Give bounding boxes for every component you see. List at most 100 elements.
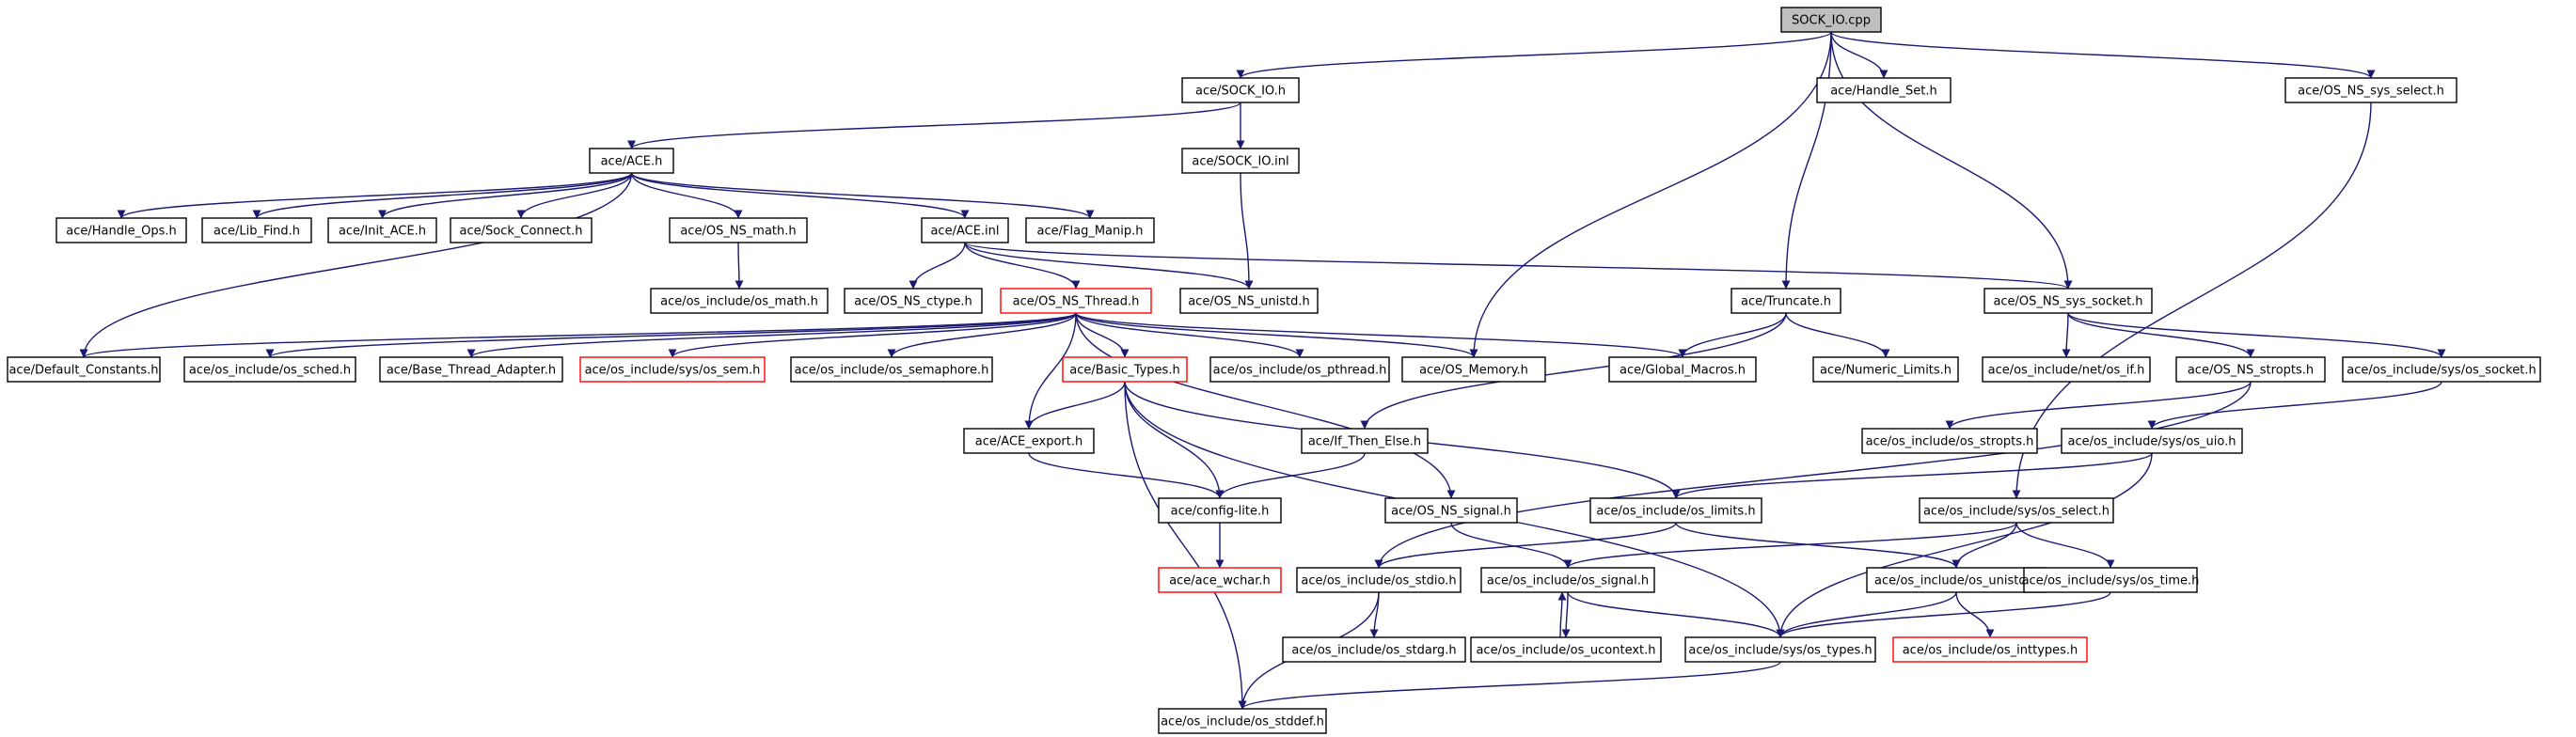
node-os_ns_ctype_h[interactable]: ace/OS_NS_ctype.h	[844, 288, 983, 314]
node-os_ns_unistd_h[interactable]: ace/OS_NS_unistd.h	[1179, 288, 1319, 314]
node-label: ace/SOCK_IO.inl	[1192, 155, 1288, 169]
node-truncate_h[interactable]: ace/Truncate.h	[1731, 288, 1841, 314]
node-global_macros_h[interactable]: ace/Global_Macros.h	[1608, 356, 1757, 383]
edge-os_unistd_h-to-os_inttypes_h	[1955, 591, 1995, 638]
node-os_inttypes_h[interactable]: ace/os_include/os_inttypes.h	[1892, 636, 2088, 663]
node-os_semaphore_h[interactable]: ace/os_include/os_semaphore.h	[790, 356, 993, 383]
node-os_ns_thread_h[interactable]: ace/OS_NS_Thread.h	[1000, 288, 1152, 314]
node-sock_io_inl[interactable]: ace/SOCK_IO.inl	[1181, 148, 1300, 174]
node-box	[669, 217, 808, 243]
node-os_ns_sys_select_h[interactable]: ace/OS_NS_sys_select.h	[2284, 77, 2457, 103]
node-box	[1982, 356, 2151, 383]
node-base_thread_adapter_h[interactable]: ace/Base_Thread_Adapter.h	[379, 356, 563, 383]
edge-ace_h-to-sock_connect_h	[516, 172, 633, 219]
node-os_pthread_h[interactable]: ace/os_include/os_pthread.h	[1209, 356, 1390, 383]
node-os_ns_math_h[interactable]: ace/OS_NS_math.h	[669, 217, 808, 243]
edge-os_ns_math_h-to-os_math_h	[735, 242, 744, 290]
node-sock_io_cpp[interactable]: SOCK_IO.cpp	[1780, 7, 1882, 33]
node-os_math_h[interactable]: ace/os_include/os_math.h	[650, 288, 829, 314]
node-box	[1181, 77, 1300, 103]
node-box	[1470, 636, 1662, 663]
node-config_lite_h[interactable]: ace/config-lite.h	[1158, 497, 1282, 524]
node-os_stropts_h[interactable]: ace/os_include/os_stropts.h	[1861, 428, 2038, 454]
node-os_sched_h[interactable]: ace/os_include/os_sched.h	[183, 356, 356, 383]
edge-os_ns_thread_h-to-base_thread_adapter_h	[466, 312, 1077, 358]
node-os_stddef_h[interactable]: ace/os_include/os_stddef.h	[1158, 708, 1327, 734]
node-box	[1025, 217, 1155, 243]
node-os_ns_stropts_h[interactable]: ace/OS_NS_stropts.h	[2175, 356, 2326, 383]
node-if_then_else_h[interactable]: ace/If_Then_Else.h	[1301, 428, 1429, 454]
node-label: ace/OS_NS_math.h	[680, 225, 796, 239]
node-label: ace/os_include/os_semaphore.h	[795, 364, 989, 378]
node-handle_set_h[interactable]: ace/Handle_Set.h	[1816, 77, 1952, 103]
node-label: ace/Lib_Find.h	[213, 225, 300, 239]
edge-os_select_h-to-os_time_h	[2015, 522, 2115, 569]
node-label: ace/os_include/os_stdio.h	[1301, 574, 1456, 588]
node-os_sem_h[interactable]: ace/os_include/sys/os_sem.h	[579, 356, 766, 383]
node-numeric_limits_h[interactable]: ace/Numeric_Limits.h	[1812, 356, 1959, 383]
node-box	[1480, 567, 1655, 593]
edge-ace_h-to-handle_ops_h	[117, 172, 633, 219]
node-label: ace/os_include/os_math.h	[660, 295, 818, 309]
node-box	[790, 356, 993, 383]
node-os_time_h[interactable]: ace/os_include/sys/os_time.h	[2022, 567, 2200, 593]
node-box	[1780, 7, 1882, 33]
node-label: ace/OS_NS_ctype.h	[854, 295, 972, 309]
node-sock_io_h[interactable]: ace/SOCK_IO.h	[1181, 77, 1300, 103]
edge-os_ns_sys_socket_h-to-os_if_h	[2062, 312, 2071, 358]
node-label: ace/os_include/os_inttypes.h	[1903, 644, 2078, 658]
edge-os_ns_thread_h-to-os_semaphore_h	[887, 312, 1077, 358]
node-os_types_h[interactable]: ace/os_include/sys/os_types.h	[1684, 636, 1876, 663]
edge-os_ns_thread_h-to-os_ns_signal_h	[1075, 312, 1456, 499]
edge-os_uio_h-to-os_types_h	[1776, 452, 2153, 638]
node-label: ace/OS_NS_sys_socket.h	[1993, 295, 2142, 309]
node-label: ace/os_include/sys/os_uio.h	[2068, 435, 2236, 449]
node-lib_find_h[interactable]: ace/Lib_Find.h	[201, 217, 312, 243]
edge-os_ns_thread_h-to-os_memory_h	[1075, 312, 1478, 358]
edge-os_select_h-to-os_unistd_h	[1952, 522, 2017, 569]
node-label: ace/ACE.h	[601, 155, 663, 169]
node-os_ns_sys_socket_h[interactable]: ace/OS_NS_sys_socket.h	[1983, 288, 2153, 314]
node-os_ucontext_h[interactable]: ace/os_include/os_ucontext.h	[1470, 636, 1662, 663]
node-ace_wchar_h[interactable]: ace/ace_wchar.h	[1158, 567, 1282, 593]
node-box	[183, 356, 356, 383]
node-box	[1158, 567, 1282, 593]
node-os_memory_h[interactable]: ace/OS_Memory.h	[1401, 356, 1546, 383]
node-os_uio_h[interactable]: ace/os_include/sys/os_uio.h	[2061, 428, 2243, 454]
node-label: ace/ACE.inl	[930, 225, 999, 239]
node-box	[579, 356, 766, 383]
node-box	[2284, 77, 2457, 103]
node-os_ns_signal_h[interactable]: ace/OS_NS_signal.h	[1384, 497, 1518, 524]
node-flag_manip_h[interactable]: ace/Flag_Manip.h	[1025, 217, 1155, 243]
edge-os_ns_stropts_h-to-os_stdio_h	[1374, 381, 2252, 569]
node-os_stdio_h[interactable]: ace/os_include/os_stdio.h	[1296, 567, 1462, 593]
node-init_ace_h[interactable]: ace/Init_ACE.h	[327, 217, 437, 243]
node-label: ace/Handle_Set.h	[1830, 85, 1937, 99]
edge-ace_h-to-flag_manip_h	[630, 172, 1095, 219]
node-label: ace/Basic_Types.h	[1069, 364, 1179, 378]
node-ace_h[interactable]: ace/ACE.h	[589, 148, 674, 174]
edge-os_time_h-to-os_types_h	[1776, 591, 2111, 638]
node-box	[1983, 288, 2153, 314]
node-os_unistd_h[interactable]: ace/os_include/os_unistd.h	[1866, 567, 2047, 593]
node-box	[1179, 288, 1319, 314]
node-box	[379, 356, 563, 383]
node-os_select_h[interactable]: ace/os_include/sys/os_select.h	[1919, 497, 2114, 524]
node-os_stdarg_h[interactable]: ace/os_include/os_stdarg.h	[1282, 636, 1466, 663]
node-ace_inl[interactable]: ace/ACE.inl	[921, 217, 1009, 243]
node-handle_ops_h[interactable]: ace/Handle_Ops.h	[55, 217, 187, 243]
edge-os_select_h-to-os_signal_h	[1563, 522, 2017, 569]
node-basic_types_h[interactable]: ace/Basic_Types.h	[1062, 356, 1188, 383]
node-label: ace/OS_Memory.h	[1419, 364, 1528, 378]
node-label: ace/Sock_Connect.h	[460, 225, 583, 239]
node-sock_connect_h[interactable]: ace/Sock_Connect.h	[450, 217, 593, 243]
edge-os_ns_thread_h-to-basic_types_h	[1075, 312, 1130, 358]
node-ace_export_h[interactable]: ace/ACE_export.h	[963, 428, 1095, 454]
node-default_constants_h[interactable]: ace/Default_Constants.h	[7, 356, 161, 383]
node-os_if_h[interactable]: ace/os_include/net/os_if.h	[1982, 356, 2151, 383]
edge-os_ns_sys_socket_h-to-os_ns_stropts_h	[2067, 312, 2255, 358]
node-os_signal_h[interactable]: ace/os_include/os_signal.h	[1480, 567, 1655, 593]
edge-ace_h-to-ace_inl	[630, 172, 970, 219]
node-os_limits_h[interactable]: ace/os_include/os_limits.h	[1589, 497, 1762, 524]
node-os_socket_h[interactable]: ace/os_include/sys/os_socket.h	[2342, 356, 2541, 383]
